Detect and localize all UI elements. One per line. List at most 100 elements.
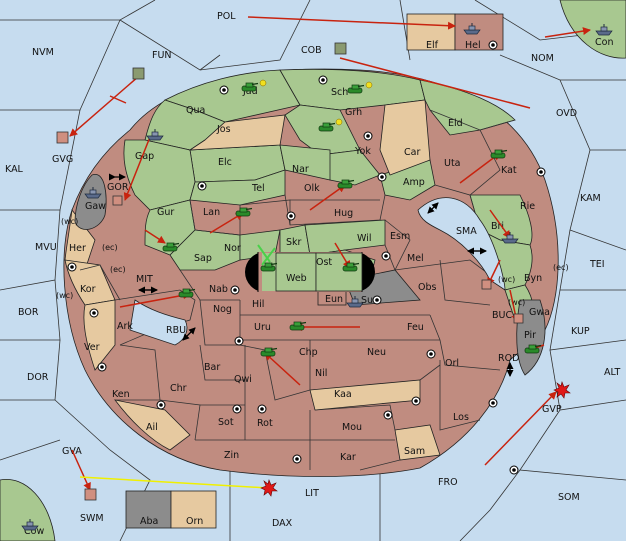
label-rot: Rot [257,418,273,429]
label-grh: Grh [345,107,362,118]
label-orl: Orl [445,358,459,369]
supply-center-icon [318,75,328,85]
channel-connectors [109,173,514,377]
province-ver[interactable] [83,299,116,371]
label-jad: Jad [242,86,258,97]
label-bri: Bri [491,221,504,232]
label-gap: Gap [135,151,154,162]
label-amp: Amp [403,177,425,188]
label-jos: Jos [216,124,231,135]
province-sam[interactable] [394,424,441,461]
sea-label-fun: FUN [152,50,172,61]
label-car: Car [404,147,420,158]
label-yok: Yok [354,146,371,157]
supply-center-icon [219,85,229,95]
label-zin: Zin [224,450,239,461]
central-ring-nor [262,253,276,291]
sea-label-rbu: RBU [166,325,186,336]
sea-label-mvu: MVU [35,242,57,253]
label-pir: Pir [524,330,536,341]
sea-label-gvg: GVG [52,154,73,165]
label-chr: Chr [170,383,187,394]
supply-center-icon [536,167,546,177]
label-uta: Uta [444,158,461,169]
supply-center-icon [67,262,77,272]
unit-marker-buc [481,279,492,290]
label-uru: Uru [254,322,271,333]
supply-center-icon [488,40,498,50]
coast-label: (wc) [508,298,525,307]
supply-center-icon [372,295,382,305]
sea-label-mit: MIT [136,274,153,285]
sea-label-gvp: GVP [542,404,562,415]
label-ail: Ail [146,422,158,433]
unit-marker-gvg [56,131,69,144]
sea-label-sma: SMA [456,226,477,237]
label-hug: Hug [334,208,353,219]
supply-center-icon [377,172,387,182]
sea-label-kup: KUP [571,326,590,337]
label-sun: Sun [361,295,379,306]
province-gaw[interactable] [74,174,107,230]
sea-label-bor: BOR [18,307,39,318]
sea-label-lit: LIT [305,488,319,499]
label-her: Her [69,243,86,254]
label-byn: Byn [524,273,542,284]
supply-center-icon [89,308,99,318]
label-nog: Nog [213,304,232,315]
sea-label-buc: BUC [492,310,512,321]
label-nar: Nar [292,164,309,175]
support-order [79,476,269,489]
label-rie: Rie [520,201,535,212]
coast-label: (ec) [553,263,569,272]
province-pir[interactable] [516,299,546,376]
inland-sea-sma[interactable] [417,197,506,291]
province-nar[interactable] [279,144,331,181]
supply-center-icon [156,400,166,410]
province-orn[interactable] [170,490,217,529]
unit-marker-gwa [513,313,524,324]
label-qwi: Qwi [234,374,252,385]
province-elf[interactable] [406,13,456,51]
label-mel: Mel [407,253,424,264]
sea-label-rod: ROD [498,353,519,364]
coast-label: (wc) [498,275,515,284]
label-lan: Lan [203,207,220,218]
sea-label-kam: KAM [580,193,601,204]
label-los: Los [453,412,469,423]
unit-marker-fun [132,67,145,80]
label-hel: Hel [465,40,481,51]
sea-label-alt: ALT [604,367,620,378]
label-sch: Sch [331,87,348,98]
province-ail[interactable] [114,399,191,451]
label-kor: Kor [80,284,96,295]
sea-label-cow: Cow [24,526,44,537]
label-neu: Neu [367,347,386,358]
label-sot: Sot [218,417,234,428]
sea-label-gor: GOR [107,182,129,193]
supply-center-icon [488,398,498,408]
sea-label-dax: DAX [272,518,293,529]
supply-center-icon [230,285,240,295]
sea-label-tei: TEI [589,259,605,270]
sea-label-nom: NOM [531,53,554,64]
supply-center-icon [411,396,421,406]
sea-label-fro: FRO [438,477,458,488]
province-jos[interactable] [188,114,286,151]
supply-center-icon [381,251,391,261]
label-elc: Elc [218,157,232,168]
province-car[interactable] [379,99,431,176]
sea-label-som: SOM [558,492,580,503]
label-gur: Gur [157,207,174,218]
label-ken: Ken [112,389,130,400]
label-gaw: Gaw [85,201,106,212]
label-nil: Nil [315,368,327,379]
unit-markers[interactable] [56,42,524,501]
supply-center-icon [509,465,519,475]
support-hold-marker [257,244,276,266]
label-eun: Eun [325,294,343,305]
label-bar: Bar [204,362,220,373]
label-obs: Obs [418,282,437,293]
province-aba[interactable] [125,490,172,529]
